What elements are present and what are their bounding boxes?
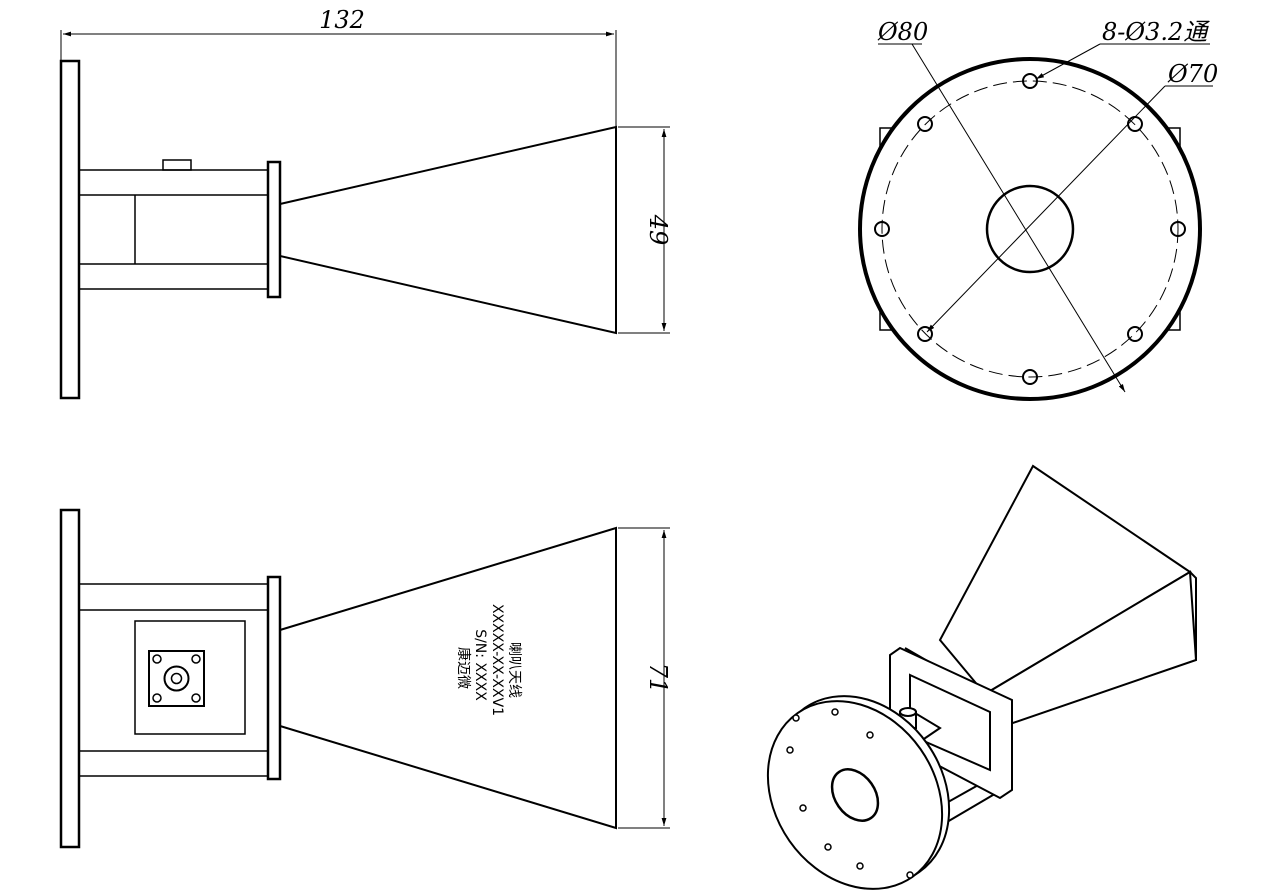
- side-body: [78, 169, 269, 290]
- front-horn: [279, 526, 617, 830]
- front-connector-square: [148, 650, 205, 707]
- dim-132-label: 132: [319, 6, 365, 34]
- end-hole: [917, 116, 933, 132]
- nameplate-line3: S/N: XXXX: [472, 629, 488, 701]
- dim-holes-label: 8-Ø3.2通: [1102, 18, 1210, 46]
- iso-connector-top: [899, 707, 917, 717]
- side-connector: [162, 159, 192, 171]
- dim-80-label: Ø80: [877, 18, 928, 46]
- end-hole: [1170, 221, 1186, 237]
- side-waveguide-flange: [266, 160, 282, 299]
- front-connector-plate: [134, 620, 246, 735]
- end-hole: [1127, 326, 1143, 342]
- front-waveguide-flange: [266, 575, 282, 781]
- end-hole: [917, 326, 933, 342]
- front-connector-pin: [170, 672, 183, 685]
- iso-center-hole: [830, 768, 880, 822]
- dim-line-70: [926, 85, 1166, 333]
- end-hole: [1022, 369, 1038, 385]
- end-hole: [874, 221, 890, 237]
- nameplate-line1: 喇叭天线: [506, 642, 522, 698]
- end-center-hole: [985, 184, 1075, 274]
- front-view: [59, 508, 670, 849]
- front-body: [78, 583, 269, 777]
- side-flange-plate: [59, 59, 81, 400]
- end-outer-disc: [858, 57, 1202, 401]
- dim-71-label: 71: [644, 663, 672, 694]
- nameplate: 喇叭天线 XXXXX-XX-XXV1 S/N: XXXX 康迈微: [455, 604, 522, 716]
- dim-line-holes: [1035, 43, 1101, 80]
- dim-70-label: Ø70: [1167, 60, 1218, 88]
- side-horn: [279, 125, 617, 335]
- front-connector-outer: [163, 665, 190, 692]
- front-flange-plate: [59, 508, 81, 849]
- end-hole: [1022, 73, 1038, 89]
- dim-line-80: [911, 43, 1126, 393]
- end-bolt-circle: [881, 80, 1179, 378]
- nameplate-line4: 康迈微: [455, 647, 472, 689]
- end-view: [858, 43, 1213, 401]
- dim-49-label: 49: [644, 214, 672, 246]
- isometric-view: [766, 464, 1198, 890]
- side-view: [59, 30, 670, 400]
- nameplate-line2: XXXXX-XX-XXV1: [489, 604, 505, 716]
